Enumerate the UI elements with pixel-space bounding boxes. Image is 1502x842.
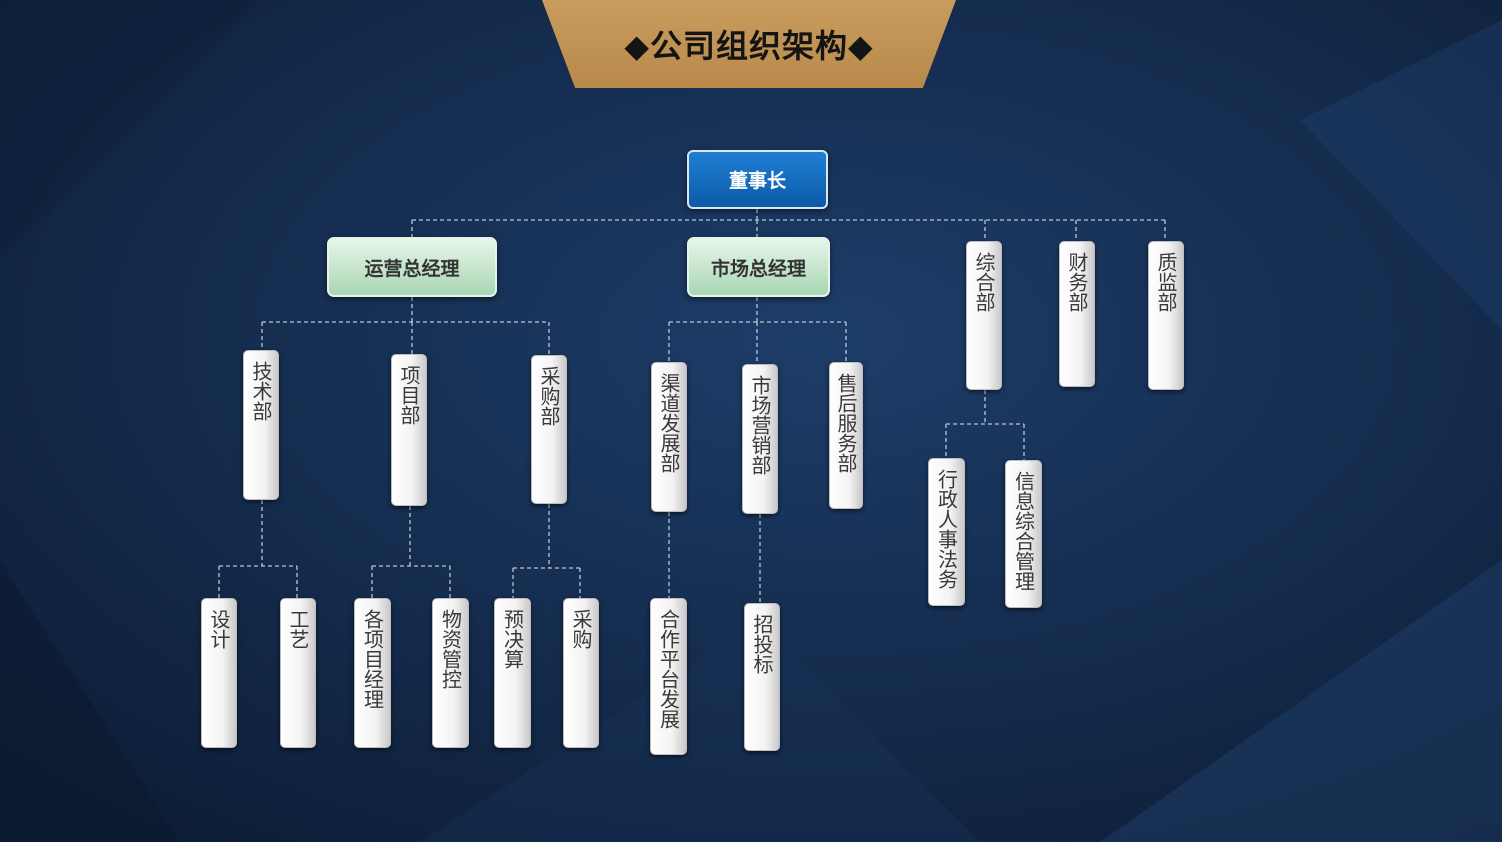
design-unit-label: 设计 — [207, 609, 231, 649]
project-manager-unit-label: 各项目经理 — [360, 609, 385, 709]
purchasing-dept-box[interactable]: 采购部 — [531, 355, 567, 504]
project-dept-label: 项目部 — [397, 365, 421, 425]
market-sales-dept-box[interactable]: 市场营销部 — [742, 364, 778, 514]
bidding-unit-label: 招投标 — [750, 614, 774, 674]
purchase-unit-box[interactable]: 采购 — [563, 598, 599, 748]
after-sales-dept-label: 售后服务部 — [834, 373, 858, 473]
materials-unit-box[interactable]: 物资管控 — [432, 598, 469, 748]
after-sales-dept-box[interactable]: 售后服务部 — [829, 362, 863, 509]
tech-dept-label: 技术部 — [249, 361, 273, 421]
operations-manager-box[interactable]: 运营总经理 — [327, 237, 497, 297]
bidding-unit-box[interactable]: 招投标 — [744, 603, 780, 751]
marketing-manager-label: 市场总经理 — [710, 257, 806, 280]
marketing-manager-box[interactable]: 市场总经理 — [687, 237, 830, 297]
page-title: ◆公司组织架构◆ — [624, 27, 874, 65]
finance-dept-label: 财务部 — [1065, 252, 1089, 312]
operations-manager-label: 运营总经理 — [364, 257, 460, 280]
admin-hr-legal-label: 行政人事法务 — [934, 469, 959, 589]
tech-dept-box[interactable]: 技术部 — [243, 350, 279, 500]
materials-unit-label: 物资管控 — [438, 609, 463, 689]
quality-dept-label: 质监部 — [1154, 252, 1178, 312]
partner-platform-unit-label: 合作平台发展 — [656, 609, 681, 729]
process-unit-label: 工艺 — [286, 609, 310, 649]
budget-unit-label: 预决算 — [500, 609, 525, 669]
general-dept-box[interactable]: 综合部 — [966, 241, 1002, 390]
chairman-label: 董事长 — [728, 170, 786, 192]
title-banner: ◆公司组织架构◆ — [542, 0, 956, 88]
info-mgmt-box[interactable]: 信息综合管理 — [1005, 460, 1042, 608]
channel-dept-box[interactable]: 渠道发展部 — [651, 362, 687, 512]
market-sales-dept-label: 市场营销部 — [748, 375, 772, 475]
budget-unit-box[interactable]: 预决算 — [494, 598, 531, 748]
partner-platform-unit-box[interactable]: 合作平台发展 — [650, 598, 687, 755]
admin-hr-legal-box[interactable]: 行政人事法务 — [928, 458, 965, 606]
channel-dept-label: 渠道发展部 — [657, 373, 681, 473]
general-dept-label: 综合部 — [972, 252, 996, 312]
project-dept-box[interactable]: 项目部 — [391, 354, 427, 506]
quality-dept-box[interactable]: 质监部 — [1148, 241, 1184, 390]
design-unit-box[interactable]: 设计 — [201, 598, 237, 748]
process-unit-box[interactable]: 工艺 — [280, 598, 316, 748]
chairman-box[interactable]: 董事长 — [687, 150, 828, 209]
purchasing-dept-label: 采购部 — [537, 366, 561, 426]
info-mgmt-label: 信息综合管理 — [1011, 471, 1036, 591]
finance-dept-box[interactable]: 财务部 — [1059, 241, 1095, 387]
purchase-unit-label: 采购 — [569, 609, 593, 649]
project-manager-unit-box[interactable]: 各项目经理 — [354, 598, 391, 748]
